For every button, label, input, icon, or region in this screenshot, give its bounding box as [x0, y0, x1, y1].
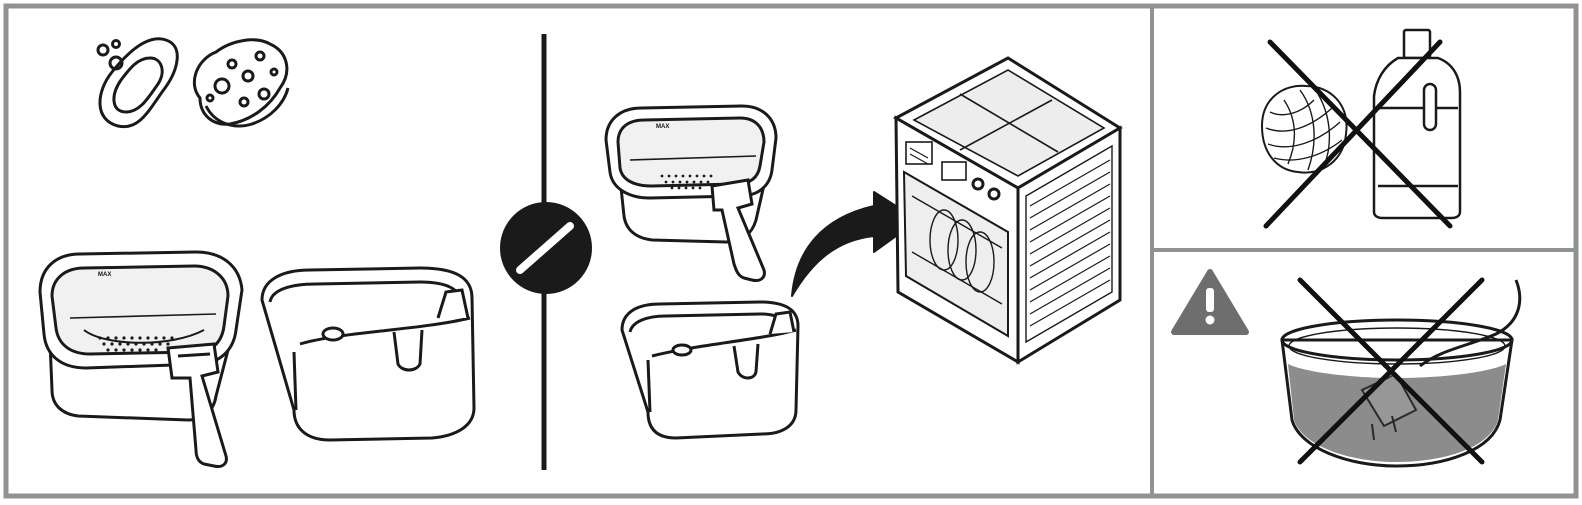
small-drawer-pan: [620, 300, 800, 440]
max-mark-small-basket: MAX: [656, 124, 669, 130]
small-basket-handle: [710, 178, 766, 282]
no-abrasive-icon: [1260, 28, 1462, 229]
sponge-icon: [192, 38, 290, 128]
soap-icon: [96, 37, 179, 129]
panel-frame: [3, 3, 1579, 499]
max-mark-large-basket: MAX: [98, 272, 111, 278]
warning-icon: [1171, 269, 1249, 335]
detergent-bottle-icon: [1372, 28, 1462, 220]
power-cord: [1419, 279, 1522, 368]
prohibit-cross-bowl: [1297, 277, 1485, 465]
basket-with-handle: [38, 250, 244, 422]
small-basket-perforation: [660, 174, 713, 190]
basket-perforation: [98, 336, 174, 352]
drawer-pan: [260, 266, 476, 442]
dishwasher-safe-icon: [500, 202, 592, 294]
no-immersion-icon: [1280, 277, 1522, 468]
basket-handle: [166, 342, 228, 468]
dishwasher-icon: [892, 56, 1123, 365]
scouring-pad-icon: [1260, 84, 1348, 174]
prohibit-cross: [1263, 39, 1453, 229]
small-basket: [604, 104, 778, 244]
